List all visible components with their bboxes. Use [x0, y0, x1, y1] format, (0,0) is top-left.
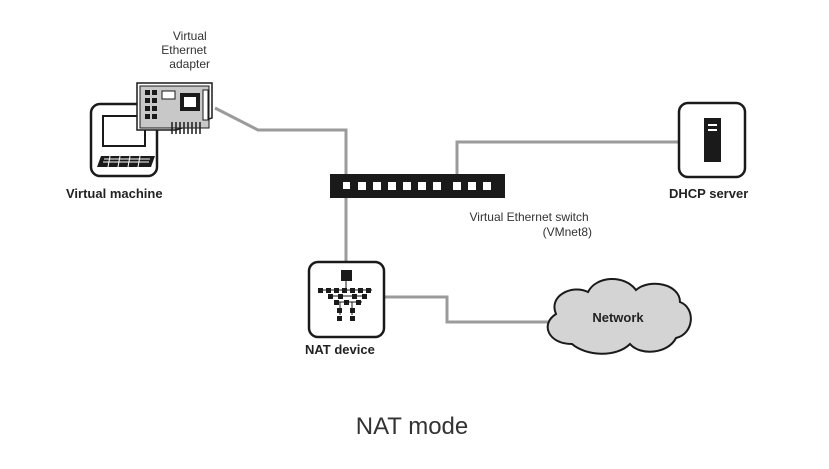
link-switch-to-dhcp	[455, 140, 690, 185]
adapter-label: Virtual Ethernet adapter	[161, 29, 210, 71]
ethernet-adapter-icon	[136, 82, 213, 134]
nat-device-label: NAT device	[305, 342, 375, 357]
link-adapter-to-switch	[214, 106, 348, 185]
dhcp-server-icon	[677, 101, 747, 179]
switch-label: Virtual Ethernet switch (VMnet8)	[469, 210, 592, 239]
network-label: Network	[592, 310, 644, 325]
network-cloud-icon	[546, 277, 692, 355]
virtual-machine-label: Virtual machine	[66, 186, 163, 201]
nat-device-icon	[307, 260, 386, 339]
dhcp-server-label: DHCP server	[669, 186, 748, 201]
link-nat-to-network	[385, 295, 558, 324]
figure-caption: NAT mode	[356, 413, 469, 440]
connection-lines	[214, 106, 690, 324]
ethernet-switch-icon	[330, 174, 505, 198]
